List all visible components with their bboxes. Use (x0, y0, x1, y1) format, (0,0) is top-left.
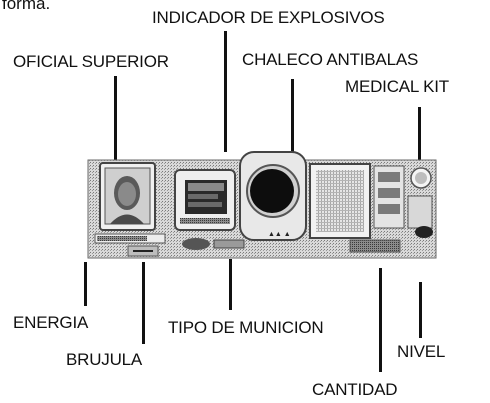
label-medical-kit: MEDICAL KIT (345, 77, 449, 96)
ammo-type-icon (182, 238, 245, 250)
energy-bar (94, 233, 166, 244)
leader-line-oficial-superior (114, 76, 117, 166)
portrait-frame (99, 162, 156, 231)
label-brujula: BRUJULA (66, 350, 143, 369)
label-cantidad: CANTIDAD (312, 380, 398, 399)
leader-line-energia (84, 262, 87, 306)
label-indicador-explosivos: INDICADOR DE EXPLOSIVOS (152, 8, 385, 27)
text-fragment: forma. (2, 0, 51, 13)
svg-text:▲▲ ▲: ▲▲ ▲ (268, 231, 291, 238)
inventory-screen (309, 163, 371, 239)
leader-line-medical-kit (418, 107, 421, 173)
label-energia: ENERGIA (13, 313, 89, 332)
leader-line-tipo-municion (229, 259, 232, 310)
leader-line-indicador-explosivos (224, 31, 227, 152)
leader-line-chaleco-antibalas (291, 79, 294, 173)
leader-line-cantidad (379, 268, 382, 372)
label-chaleco-antibalas: CHALECO ANTIBALAS (242, 50, 419, 69)
explosives-indicator (174, 169, 236, 231)
leader-line-brujula (142, 262, 145, 344)
compass-icon (127, 245, 159, 257)
label-oficial-superior: OFICIAL SUPERIOR (13, 52, 169, 71)
medical-kit-panel (349, 165, 433, 253)
label-nivel: NIVEL (397, 342, 446, 361)
leader-line-nivel (419, 282, 422, 338)
armor-gauge: ▲▲ ▲ (239, 151, 307, 241)
label-tipo-municion: TIPO DE MUNICION (168, 318, 324, 337)
